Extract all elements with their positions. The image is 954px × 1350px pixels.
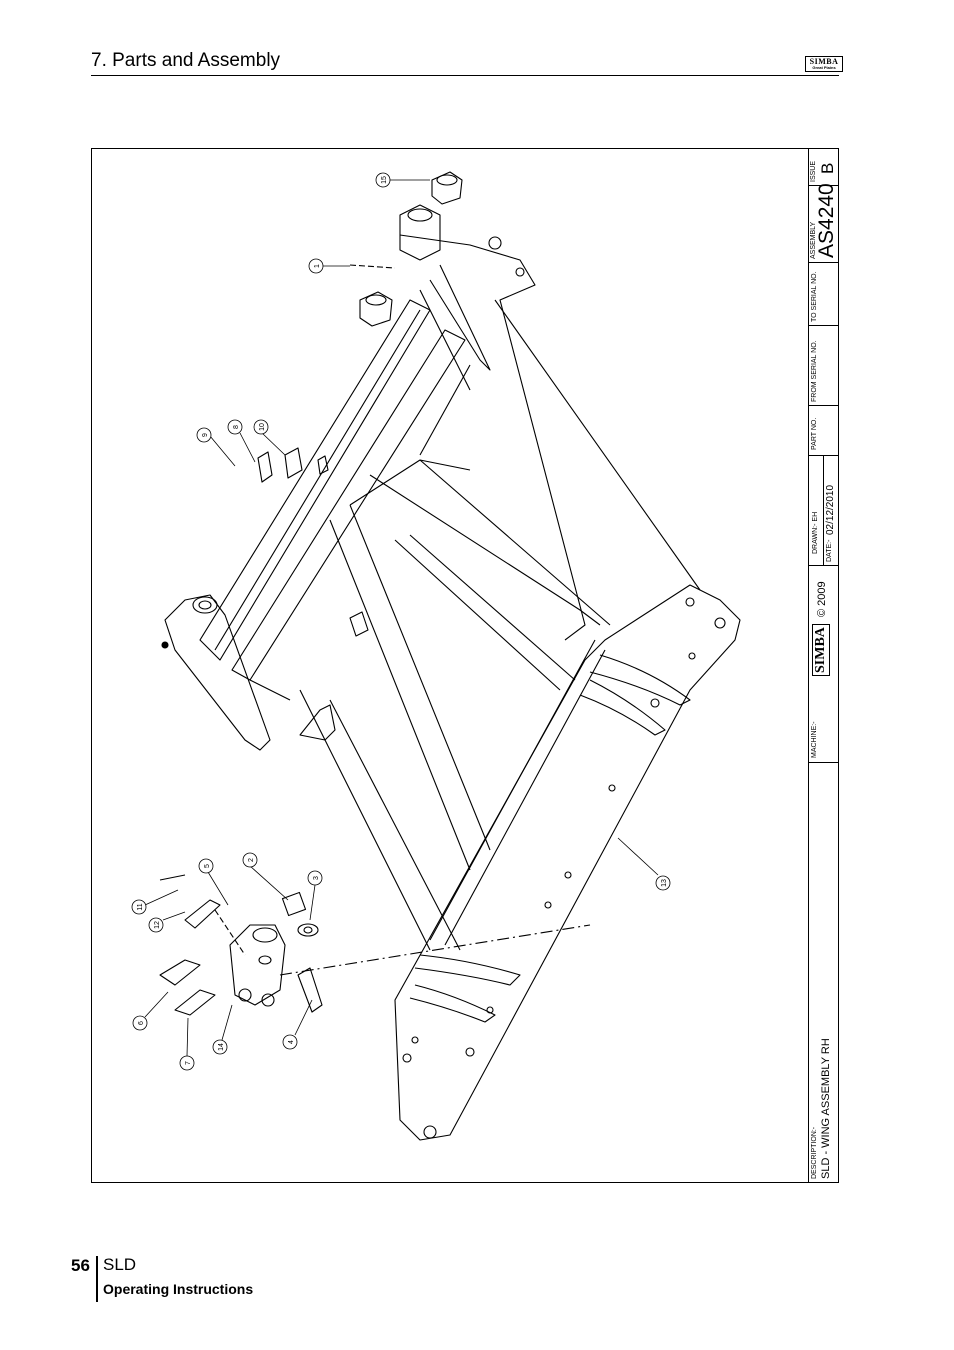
callout-5: 5 xyxy=(204,864,211,868)
callout-4: 4 xyxy=(288,1040,295,1044)
simba-logo: SIMBA Great Plains xyxy=(805,52,843,74)
drawn-by: DRAWN:- EH xyxy=(812,511,819,554)
logo-box: SIMBA Great Plains xyxy=(805,56,843,72)
callout-7: 7 xyxy=(185,1061,192,1065)
section-title: 7. Parts and Assembly xyxy=(91,50,281,71)
callout-11: 11 xyxy=(137,903,144,910)
tb-line xyxy=(808,405,839,406)
callout-1: 1 xyxy=(314,264,321,268)
date-value: 02/12/2010 xyxy=(825,484,836,535)
tb-line xyxy=(808,262,839,263)
callout-15: 15 xyxy=(381,176,388,184)
logo-sub: Great Plains xyxy=(812,65,836,70)
callout-2: 2 xyxy=(248,858,255,862)
header-rule xyxy=(91,75,839,76)
from-serial-label: FROM SERIAL NO. xyxy=(811,340,818,402)
assembly-number: AS4240 xyxy=(815,183,838,258)
callout-9: 9 xyxy=(202,433,209,437)
footer-subtitle: Operating Instructions xyxy=(103,1281,254,1297)
to-serial-label: TO SERIAL NO. xyxy=(811,271,818,322)
left-pivot-arm xyxy=(164,594,271,751)
callout-13: 13 xyxy=(661,879,668,887)
upper-crossbar xyxy=(199,299,431,661)
tb-line xyxy=(808,565,839,566)
page-number: 56 xyxy=(71,1256,90,1275)
drawing-frame xyxy=(91,148,839,1183)
title-block-brand: SIMBA xyxy=(812,624,830,676)
main-beam xyxy=(394,584,741,1141)
callout-8: 8 xyxy=(233,425,240,429)
description-value: SLD - WING ASSEMBLY RH xyxy=(820,1038,832,1179)
issue-value: B xyxy=(818,162,837,174)
logo-brand: SIMBA xyxy=(809,57,839,66)
footer-product: SLD xyxy=(103,1255,137,1274)
callout-14: 14 xyxy=(218,1043,225,1051)
machine-label: MACHINE:- xyxy=(811,721,818,758)
tb-line xyxy=(808,762,839,763)
top-arm xyxy=(399,234,586,641)
title-block-divider xyxy=(808,148,809,1183)
callout-6: 6 xyxy=(138,1021,145,1025)
callout-10: 10 xyxy=(259,423,266,431)
tb-midline xyxy=(823,455,824,565)
footer-bar xyxy=(96,1256,98,1302)
issue-label: ISSUE xyxy=(810,160,817,182)
part-no-label: PART NO. xyxy=(811,417,818,450)
callout-3: 3 xyxy=(313,876,320,880)
callout-12: 12 xyxy=(154,921,161,929)
tb-line xyxy=(808,325,839,326)
tb-line xyxy=(808,185,839,186)
description-label: DESCRIPTION:- xyxy=(811,1126,818,1179)
copyright: © 2009 xyxy=(816,581,828,617)
date-label: DATE:- xyxy=(826,539,833,562)
